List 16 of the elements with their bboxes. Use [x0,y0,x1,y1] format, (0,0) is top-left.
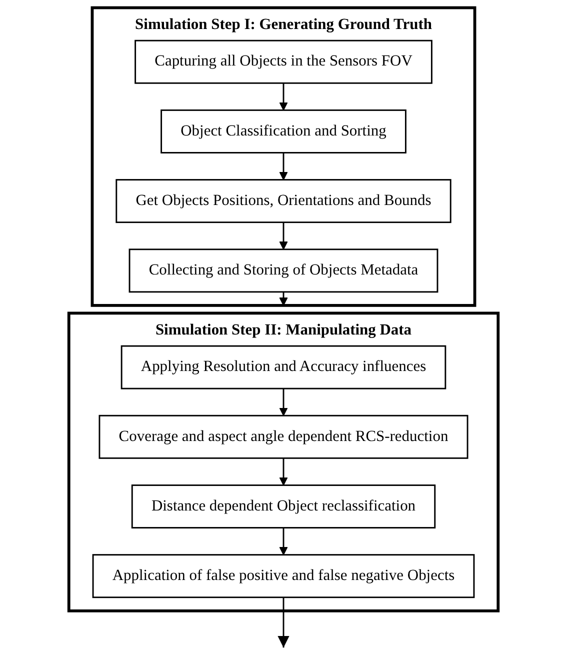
arrow [279,222,288,250]
arrow [279,458,288,486]
process-box: Collecting and Storing of Objects Metadata [128,248,438,293]
arrow [279,388,288,416]
process-box: Coverage and aspect angle dependent RCS-reduction [98,414,468,459]
arrow [279,528,288,556]
process-box: Object Classification and Sorting [160,109,406,154]
process-box: Capturing all Objects in the Sensors FOV [134,40,432,84]
process-box: Distance dependent Object reclassification [131,484,436,528]
process-box: Get Objects Positions, Orientations and Bounds [116,179,452,224]
arrow [279,152,288,180]
process-box: Application of false positive and false negative Objects [92,554,475,598]
arrow [278,597,290,648]
process-box: Applying Resolution and Accuracy influences [120,345,446,390]
arrow [279,83,288,111]
arrow [279,292,288,306]
